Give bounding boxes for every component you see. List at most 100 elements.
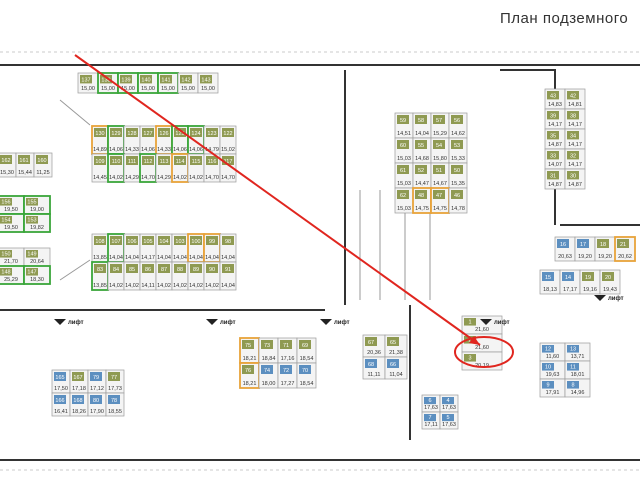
parking-space[interactable]: 917,91: [539, 378, 566, 398]
parking-space[interactable]: 814,96: [564, 378, 591, 398]
parking-space[interactable]: 417,63: [439, 394, 459, 413]
parking-space[interactable]: 517,63: [439, 411, 459, 430]
parking-space[interactable]: 617,63: [421, 394, 441, 413]
